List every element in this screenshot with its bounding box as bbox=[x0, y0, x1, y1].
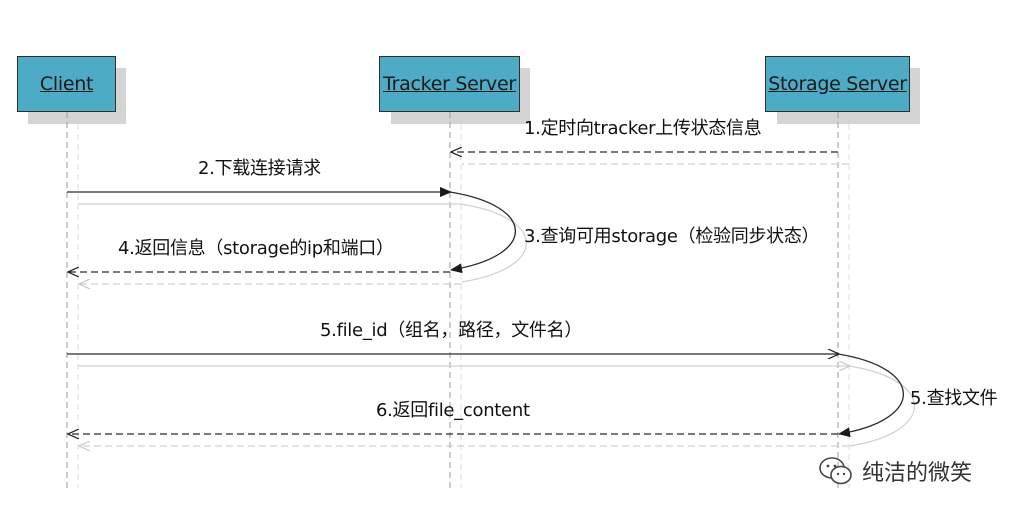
storage-actor: Storage Server bbox=[765, 56, 910, 112]
watermark: 纯洁的微笑 bbox=[818, 455, 972, 487]
message-4-label: 4.返回信息（storage的ip和端口） bbox=[118, 238, 394, 259]
tracker-actor: Tracker Server bbox=[379, 56, 520, 112]
client-actor: Client bbox=[17, 56, 116, 112]
watermark-text: 纯洁的微笑 bbox=[862, 461, 973, 486]
message-3-self-arrow bbox=[449, 191, 517, 274]
message-3-self-shadow bbox=[460, 203, 527, 283]
client-label: Client bbox=[39, 73, 94, 95]
message-5b-self-shadow bbox=[848, 365, 915, 447]
message-2-label: 2.下载连接请求 bbox=[198, 158, 321, 179]
wechat-icon bbox=[819, 457, 852, 485]
tracker-label: Tracker Server bbox=[383, 73, 516, 95]
message-5b-label: 5.查找文件 bbox=[910, 388, 998, 409]
message-5-label: 5.file_id（组名，路径，文件名） bbox=[320, 320, 583, 341]
message-3-label: 3.查询可用storage（检验同步状态） bbox=[524, 226, 820, 247]
message-1-label: 1.定时向tracker上传状态信息 bbox=[524, 118, 762, 139]
storage-label: Storage Server bbox=[768, 73, 907, 95]
message-6-label: 6.返回file_content bbox=[376, 400, 530, 421]
message-5b-self-arrow bbox=[837, 353, 905, 438]
